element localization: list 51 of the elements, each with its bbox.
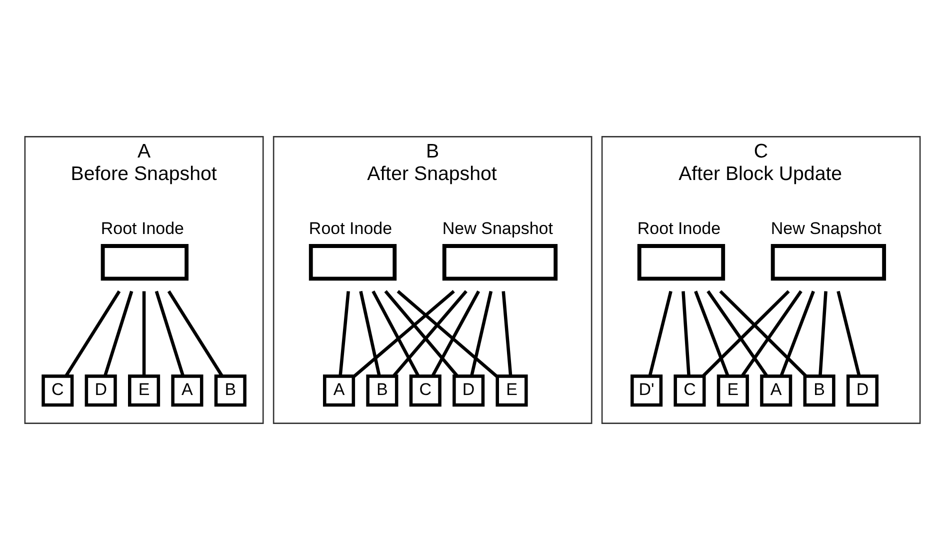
connector (501, 290, 512, 376)
node-label: Root Inode (100, 218, 184, 238)
connector (166, 290, 223, 376)
connector (740, 290, 802, 376)
node-box: B (366, 374, 398, 406)
node-box: B (802, 374, 835, 406)
connector (384, 290, 458, 377)
connector (154, 290, 184, 376)
node-label: New Snapshot (770, 218, 881, 238)
node-box: C (41, 374, 74, 406)
node-box: B (214, 374, 246, 406)
connector (371, 290, 420, 376)
node-box: E (495, 374, 528, 406)
node-box: A (760, 374, 792, 406)
connector (392, 290, 467, 377)
connector (779, 290, 814, 376)
node-box: A (322, 374, 355, 406)
connector (102, 290, 133, 376)
node-label: Root Inode (636, 218, 720, 238)
node-box (100, 244, 188, 280)
node-box (308, 244, 396, 280)
node-box: D (84, 374, 116, 406)
node-box: D (846, 374, 878, 406)
node-box (636, 244, 725, 280)
node-box: D (452, 374, 484, 406)
node-label: New Snapshot (442, 218, 552, 238)
node-box: E (128, 374, 160, 406)
node-box (442, 244, 558, 280)
connector (338, 290, 350, 376)
connector (358, 290, 380, 376)
connector (352, 290, 454, 378)
node-box: A (170, 374, 203, 406)
node-box: D' (630, 374, 662, 406)
connector (396, 290, 498, 378)
connector (64, 290, 120, 376)
connector (718, 290, 807, 377)
connector (706, 290, 768, 376)
node-box: C (408, 374, 441, 406)
node-label: Root Inode (308, 218, 392, 238)
connector (430, 290, 480, 376)
connector (836, 290, 860, 376)
node-box: C (673, 374, 706, 406)
connector (470, 290, 492, 376)
node-box: E (716, 374, 748, 406)
connector (694, 290, 729, 376)
connector (701, 290, 790, 377)
connector (648, 290, 672, 376)
node-box (770, 244, 886, 280)
connector (681, 290, 690, 376)
connector (142, 290, 146, 376)
connector (818, 290, 827, 376)
